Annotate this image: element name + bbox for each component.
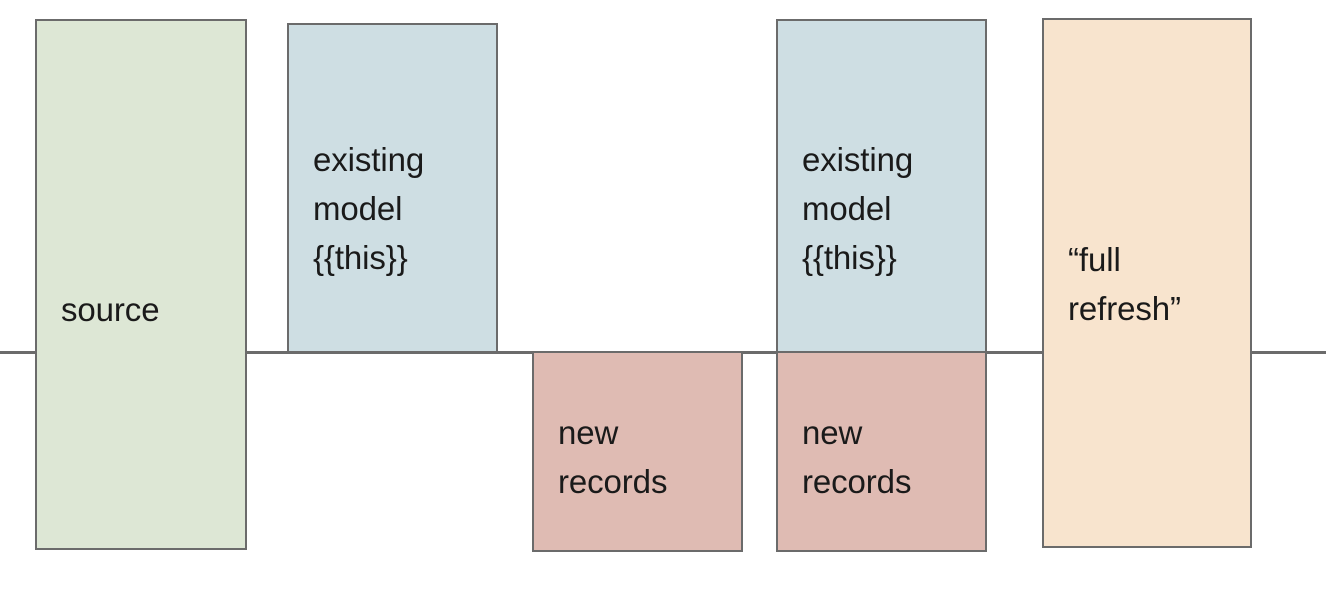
block-new-records-1-label: new records [558,414,668,500]
block-source-label: source [61,291,160,328]
block-existing-model-2[interactable]: existing model {{this}} [776,19,987,353]
block-new-records-2-label: new records [802,414,912,500]
block-existing-model-1-label: existing model {{this}} [313,141,425,276]
block-existing-model-2-label: existing model {{this}} [802,141,914,276]
block-source[interactable]: source [35,19,247,550]
block-new-records-1[interactable]: new records [532,351,743,552]
block-full-refresh-label: “full refresh” [1068,241,1181,327]
block-new-records-2[interactable]: new records [776,351,987,552]
block-existing-model-1[interactable]: existing model {{this}} [287,23,498,353]
block-full-refresh[interactable]: “full refresh” [1042,18,1252,548]
